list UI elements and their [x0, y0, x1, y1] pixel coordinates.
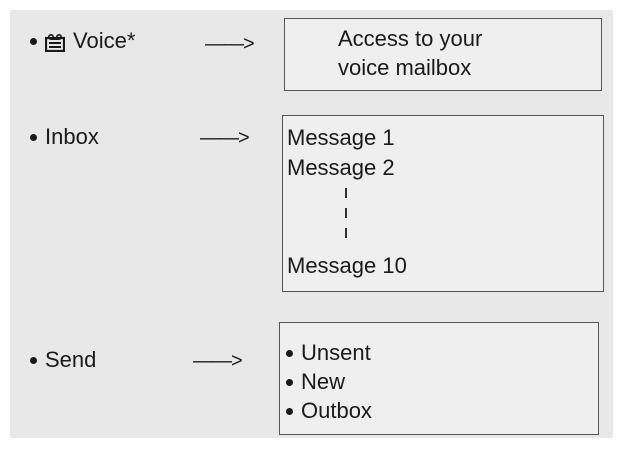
inbox-box-line-3: Message 10: [287, 253, 407, 278]
menu-item-send: Send: [30, 347, 96, 373]
inbox-label: Inbox: [45, 124, 99, 149]
send-label: Send: [45, 347, 97, 372]
send-box: Unsent New Outbox: [279, 322, 599, 435]
voice-label: Voice*: [73, 28, 136, 53]
bullet-icon: [286, 349, 293, 357]
send-box-item-3: Outbox: [286, 397, 372, 425]
bullet-icon: [286, 378, 293, 386]
menu-item-voice: Voice*: [30, 28, 135, 54]
voicemail-icon: [44, 32, 66, 53]
send-box-item-2: New: [286, 368, 345, 396]
bullet-icon: [30, 133, 37, 141]
send-box-line-1: Unsent: [301, 340, 371, 365]
menu-item-inbox: Inbox: [30, 124, 99, 150]
bullet-icon: [30, 356, 37, 364]
inbox-box-line-2: Message 2: [287, 155, 395, 180]
inbox-arrow: ——>: [200, 127, 250, 149]
bullet-icon: [30, 37, 37, 45]
inbox-box-line-1: Message 1: [287, 125, 395, 150]
voice-box: Access to your voice mailbox: [284, 18, 602, 91]
inbox-box: Message 1 Message 2 Message 10: [282, 115, 604, 292]
bullet-icon: [286, 407, 293, 415]
send-box-line-2: New: [301, 369, 346, 394]
send-box-line-3: Outbox: [301, 398, 372, 423]
voice-arrow: ——>: [205, 33, 255, 55]
send-arrow: ——>: [193, 350, 243, 372]
send-box-item-1: Unsent: [286, 339, 371, 367]
voice-box-line-1: Access to your: [338, 26, 483, 51]
voice-box-line-2: voice mailbox: [338, 55, 472, 80]
